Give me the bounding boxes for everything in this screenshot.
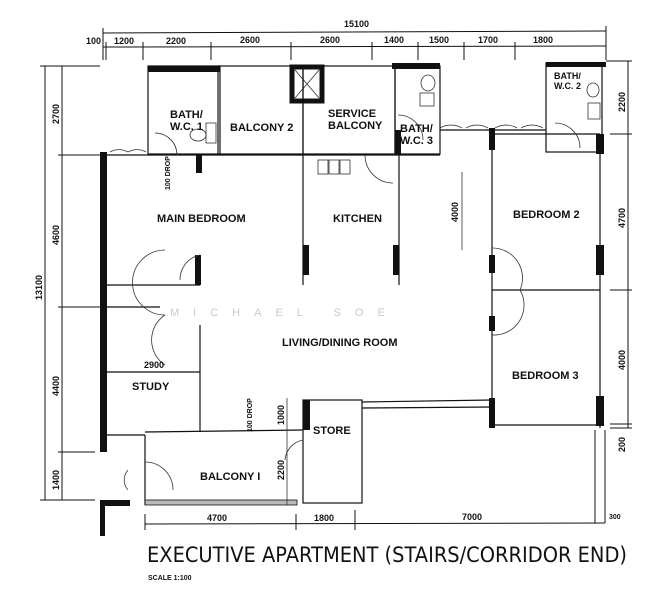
drop-note: 100 DROP [165, 156, 172, 190]
dim-top: 1200 [114, 36, 134, 46]
dim-top-total: 15100 [344, 19, 369, 29]
left-dimensions: 13100 2700 4600 4400 1400 [34, 65, 100, 501]
room-balcony-1: BALCONY I [200, 471, 260, 483]
dim-living-depth: 4000 [450, 202, 460, 222]
dim-bottom: 7000 [462, 512, 482, 522]
dim-study-width: 2900 [144, 360, 164, 370]
dim-top: 2600 [240, 35, 260, 45]
plan-title: EXECUTIVE APARTMENT (STAIRS/CORRIDOR END… [147, 543, 627, 567]
dim-top: 2200 [166, 36, 186, 46]
room-kitchen: KITCHEN [333, 213, 382, 225]
dim-right: 200 [617, 437, 627, 452]
dim-top: 1500 [429, 35, 449, 45]
right-dimensions: 2200 4700 4000 200 [594, 60, 632, 523]
dim-bottom: 1800 [314, 513, 334, 523]
room-bath-wc1: BATH/W.C. 1 [170, 109, 203, 133]
dim-bottom: 4700 [207, 513, 227, 523]
dim-top: 1400 [384, 35, 404, 45]
sanitary-fixtures [189, 74, 601, 175]
room-bath-wc2: BATH/W.C. 2 [554, 71, 581, 91]
drop-note: 100 DROP [247, 398, 254, 432]
dim-left: 2700 [51, 104, 61, 124]
dim-top: 2600 [320, 35, 340, 45]
top-dimensions: 15100 100 1200 2200 2600 2600 1400 1500 … [86, 19, 607, 60]
dim-balcony1-lower: 2200 [276, 460, 286, 480]
room-bedroom-3: BEDROOM 3 [512, 370, 579, 382]
dim-balcony1-upper: 1000 [276, 405, 286, 425]
dim-left: 4400 [51, 376, 61, 396]
walls [100, 62, 606, 536]
dim-right: 2200 [617, 92, 627, 112]
room-bedroom-2: BEDROOM 2 [513, 209, 580, 221]
room-bath-wc3: BATH/W.C. 3 [400, 123, 433, 147]
dim-left-total: 13100 [34, 275, 44, 300]
internal-dimensions: 2900 4000 100 DROP 100 DROP 1000 2200 [144, 156, 463, 505]
plan-scale: SCALE 1:100 [148, 575, 192, 582]
room-store: STORE [313, 425, 351, 437]
dim-right: 4000 [617, 350, 627, 370]
dim-left: 1400 [51, 470, 61, 490]
room-living-dining: LIVING/DINING ROOM [282, 337, 398, 349]
dim-bottom: 300 [609, 514, 621, 521]
dim-top: 100 [86, 36, 101, 46]
dim-left: 4600 [51, 225, 61, 245]
bottom-dimensions: 4700 1800 7000 300 [144, 510, 621, 530]
room-main-bedroom: MAIN BEDROOM [157, 213, 246, 225]
dim-top: 1700 [478, 35, 498, 45]
dim-right: 4700 [617, 208, 627, 228]
dim-top: 1800 [533, 35, 553, 45]
room-study: STUDY [132, 381, 170, 393]
room-balcony-2: BALCONY 2 [230, 122, 293, 134]
door-swings [109, 114, 581, 491]
watermark: MICHAEL SOE [170, 307, 399, 319]
